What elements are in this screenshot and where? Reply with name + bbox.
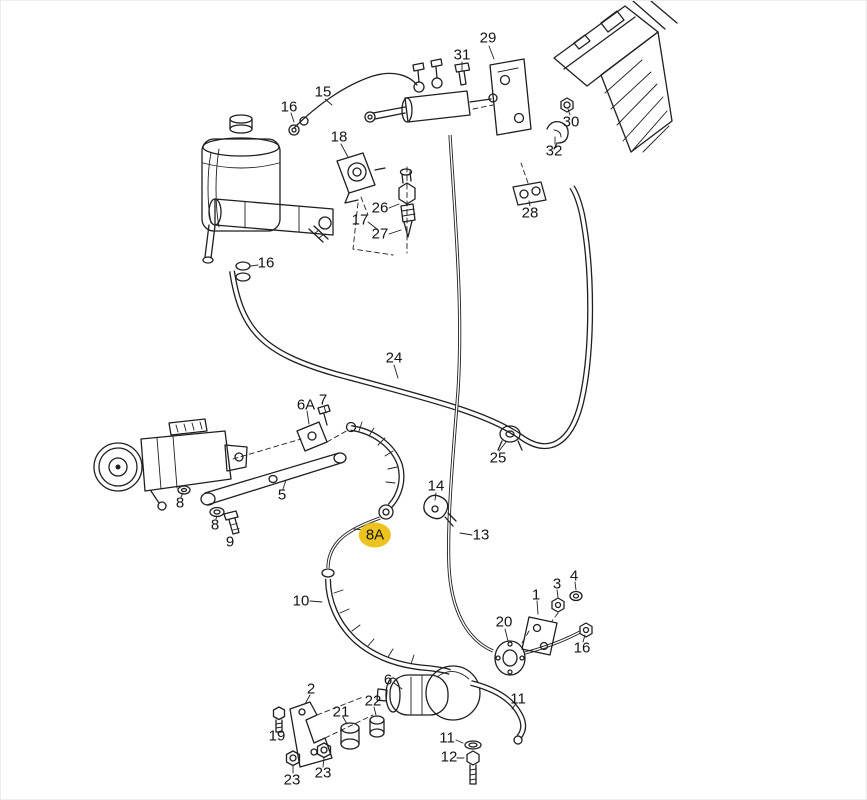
part-label-8-a: 8 — [175, 494, 185, 512]
part-label-26: 26 — [371, 199, 389, 217]
part-label-23-b: 23 — [314, 764, 332, 782]
supply-hose-15 — [288, 72, 418, 136]
washer-bolt-11-12 — [464, 740, 482, 785]
part-label-24: 24 — [385, 349, 403, 367]
accumulator-6 — [376, 665, 481, 721]
connector-28 — [512, 162, 547, 206]
leader-lines — [180, 45, 586, 774]
return-hose-24 — [229, 185, 594, 449]
part-label-16-b: 16 — [257, 254, 275, 272]
part-label-29: 29 — [479, 29, 497, 47]
frame-rail — [553, 1, 678, 153]
pressure-hose-10 — [321, 568, 451, 675]
nut-30 — [560, 97, 574, 113]
part-label-27: 27 — [371, 225, 389, 243]
steering-pump — [93, 418, 302, 511]
rubber-mounts-21-22 — [340, 715, 385, 750]
part-label-1: 1 — [531, 586, 541, 604]
part-label-28: 28 — [521, 204, 539, 222]
part-label-11-b: 11 — [439, 729, 455, 747]
part-label-14: 14 — [427, 477, 445, 495]
part-label-2: 2 — [306, 680, 316, 698]
part-label-31: 31 — [453, 46, 471, 64]
part-label-6a: 6A — [296, 396, 316, 414]
pump-bracket-5 — [200, 452, 347, 506]
bracket-6a-bolt-7 — [296, 404, 349, 452]
plate-1 — [521, 616, 558, 656]
part-label-20: 20 — [495, 613, 513, 631]
steering-cylinder — [364, 58, 498, 123]
flange-20 — [494, 640, 526, 676]
part-label-9: 9 — [225, 533, 235, 551]
part-label-5: 5 — [277, 486, 287, 504]
sensor-26-27 — [352, 166, 416, 256]
part-label-25: 25 — [489, 449, 507, 467]
pressure-pipe-13 — [447, 134, 494, 653]
part-label-6: 6 — [383, 671, 393, 689]
part-label-4: 4 — [569, 567, 579, 585]
part-label-32: 32 — [545, 142, 563, 160]
part-label-30: 30 — [562, 113, 580, 131]
clip-32 — [546, 121, 569, 150]
reservoir-bracket — [202, 198, 334, 264]
part-label-12: 12 — [440, 748, 458, 766]
part-label-17: 17 — [351, 211, 369, 229]
part-label-23-a: 23 — [283, 771, 301, 789]
part-label-8a-highlight: 8A — [358, 522, 392, 548]
valve-unit-18 — [336, 152, 386, 216]
part-label-21: 21 — [332, 703, 350, 721]
banjo-hose-11 — [470, 680, 527, 745]
elbow-hose-8a — [326, 421, 405, 569]
part-label-16-c: 16 — [573, 639, 591, 657]
bracket-2 — [289, 696, 374, 768]
hose-clip-25 — [497, 425, 523, 451]
part-label-13: 13 — [472, 526, 490, 544]
washers-16 — [235, 261, 251, 282]
hardware-3-4 — [551, 590, 583, 622]
part-label-15: 15 — [314, 83, 332, 101]
part-label-19: 19 — [268, 727, 286, 745]
part-label-7: 7 — [318, 391, 328, 409]
part-label-3: 3 — [552, 575, 562, 593]
part-label-8-b: 8 — [210, 516, 220, 534]
part-label-11-a: 11 — [510, 690, 526, 708]
part-label-16-a: 16 — [280, 98, 298, 116]
mount-bracket-29 — [489, 58, 532, 136]
bolt-31 — [454, 62, 471, 86]
part-label-22: 22 — [364, 692, 382, 710]
fluid-reservoir — [201, 114, 281, 232]
part-label-18: 18 — [330, 128, 348, 146]
part-label-10: 10 — [292, 592, 310, 610]
hardware-19-23 — [272, 706, 332, 767]
